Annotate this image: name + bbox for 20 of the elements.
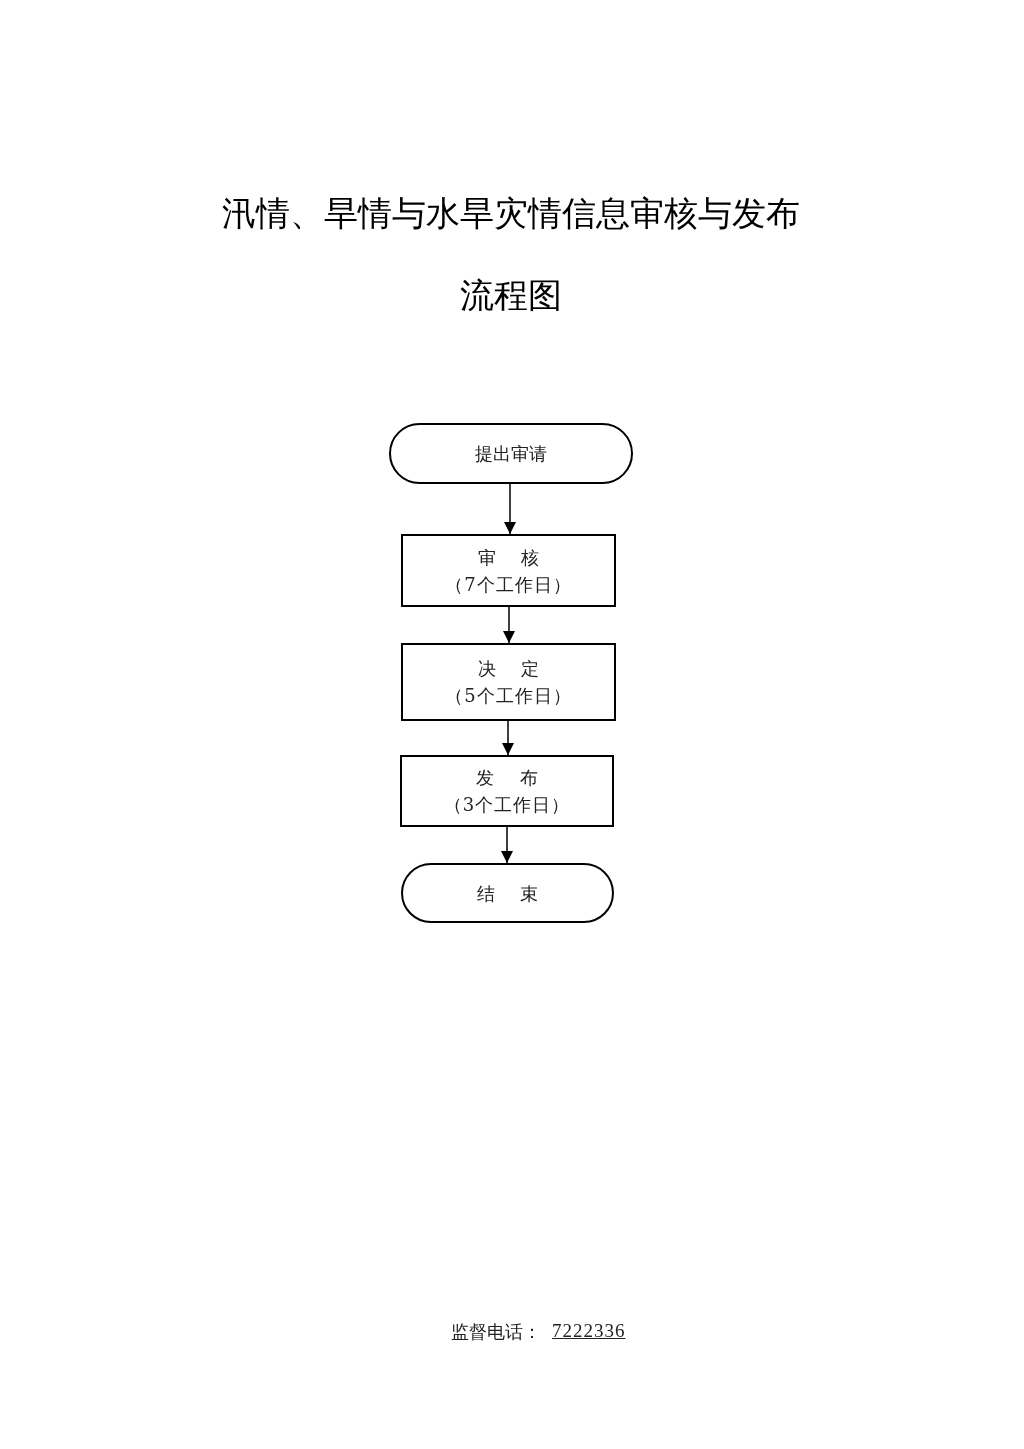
step-label: 提出审请: [475, 442, 547, 466]
duration-label: （5个工作日）: [445, 684, 572, 708]
step-label: 审 核: [477, 545, 540, 570]
duration-label: （7个工作日）: [445, 572, 572, 597]
terminal-shape: [389, 423, 633, 484]
title: 汛情、旱情与水旱灾情信息审核与发布流程图: [221, 192, 801, 317]
phone-number: 7222336: [552, 1319, 626, 1343]
terminal-shape: [401, 863, 614, 923]
arrow: [501, 826, 513, 864]
process-box: [401, 534, 616, 607]
arrow: [503, 606, 515, 644]
arrow: [502, 720, 514, 756]
process-box: [401, 643, 616, 721]
process-box: [400, 755, 614, 827]
step-label: 发 布: [476, 766, 538, 790]
duration-label: （3个工作日）: [443, 793, 571, 817]
step-label: 决 定: [477, 657, 540, 681]
phone-caption: 监督电话：: [451, 1320, 541, 1344]
step-label: 结 束: [476, 881, 539, 906]
arrow: [504, 483, 516, 535]
